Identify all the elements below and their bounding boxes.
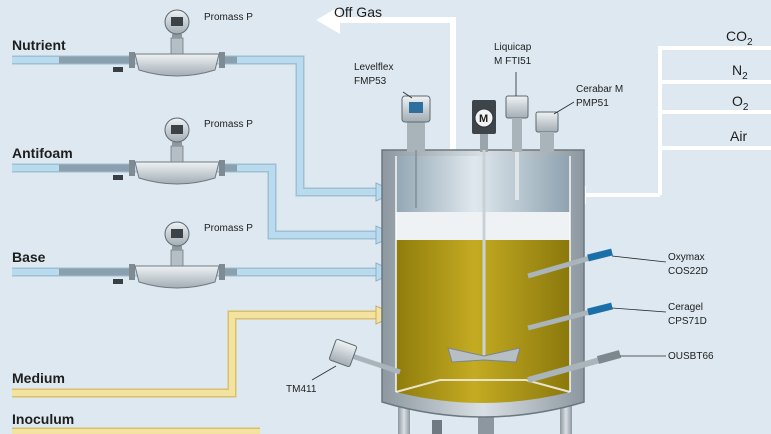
liquicap-model: M FTI51 xyxy=(494,56,532,67)
levelflex-model: FMP53 xyxy=(354,76,387,87)
antifoam-label: Antifoam xyxy=(12,145,73,161)
promass-label-1: Promass P xyxy=(204,12,253,23)
nutrient-label: Nutrient xyxy=(12,37,66,53)
leader-lines xyxy=(311,72,667,381)
n2-label: N2 xyxy=(732,62,748,82)
co2-label: CO2 xyxy=(726,28,753,48)
ceragel-model: CPS71D xyxy=(668,316,707,327)
levelflex-sensor xyxy=(401,95,431,208)
agitator xyxy=(447,100,521,363)
gas-manifold xyxy=(566,46,771,204)
cerabar-label: Cerabar M xyxy=(576,84,623,95)
tm411-probe xyxy=(328,338,401,375)
air-label: Air xyxy=(730,128,747,144)
oxymax-probe xyxy=(527,248,613,279)
base-label: Base xyxy=(12,249,46,265)
promass-label-3: Promass P xyxy=(204,223,253,234)
o2-label: O2 xyxy=(732,93,749,113)
inoculum-label: Inoculum xyxy=(12,411,74,427)
liquicap-sensor xyxy=(505,95,529,200)
offgas-label: Off Gas xyxy=(334,4,382,20)
oxymax-model: COS22D xyxy=(668,266,708,277)
tm411-label: TM411 xyxy=(286,384,317,395)
ousbt-label: OUSBT66 xyxy=(668,351,714,362)
cerabar-model: PMP51 xyxy=(576,98,609,109)
promass-label-2: Promass P xyxy=(204,119,253,130)
levelflex-label: Levelflex xyxy=(354,62,393,73)
oxymax-label: Oxymax xyxy=(668,252,705,263)
liquicap-label: Liquicap xyxy=(494,42,532,53)
ceragel-label: Ceragel xyxy=(668,302,703,313)
ceragel-probe xyxy=(527,302,613,331)
offgas-line xyxy=(340,17,456,150)
medium-label: Medium xyxy=(12,370,65,386)
offgas-arrow xyxy=(316,6,340,34)
motor-label: M xyxy=(479,113,488,125)
cerabar-sensor xyxy=(535,111,559,152)
ousbt-probe xyxy=(527,350,622,383)
